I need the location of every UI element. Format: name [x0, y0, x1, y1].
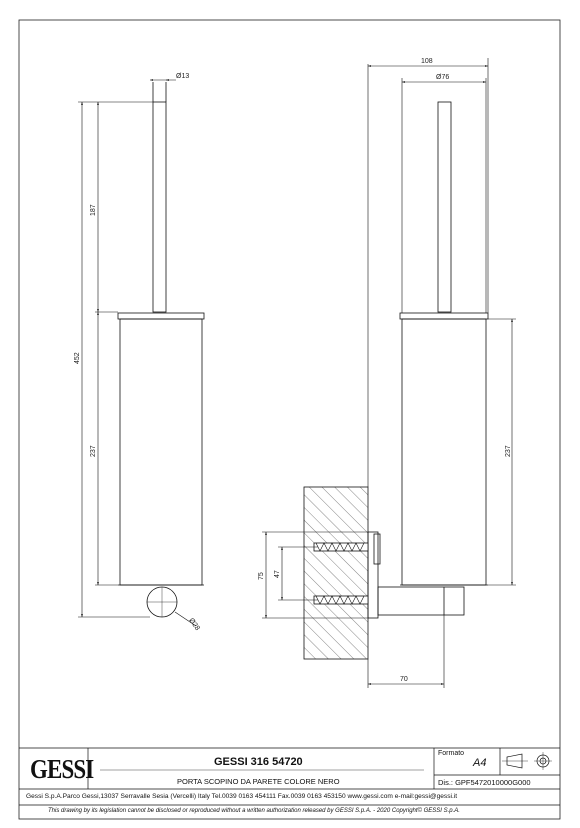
dim-cup-diameter: Ø76: [436, 74, 449, 81]
dim-total-height: 452: [74, 352, 81, 364]
dim-cup-height-right: 237: [505, 445, 512, 457]
wall-section: [303, 486, 369, 660]
side-view-dimensions: [262, 58, 516, 688]
cup-rim: [117, 312, 205, 320]
dim-rod-diameter: Ø13: [176, 73, 189, 80]
copyright-notice: This drawing by its legislation cannot b…: [48, 808, 460, 814]
side-brush-rod: [437, 101, 452, 313]
title-block: [19, 747, 560, 806]
product-description: PORTA SCOPINO DA PARETE COLORE NERO: [177, 777, 340, 786]
front-view: [117, 82, 205, 618]
brush-rod: [152, 101, 167, 313]
dim-knob-diameter: Ø28: [187, 617, 200, 632]
sheet-frame: [18, 19, 561, 820]
brand-logo: GESSI: [30, 754, 94, 784]
product-code: GESSI 316 54720: [214, 756, 303, 768]
dim-rod-length: 187: [90, 204, 97, 216]
projection-symbol-icon: [502, 752, 552, 770]
dim-wall-offset: 70: [400, 676, 408, 683]
dim-fix-outer: 75: [258, 572, 265, 580]
format-value: A4: [473, 757, 487, 769]
dim-cup-height-left: 237: [90, 445, 97, 457]
front-view-dimensions: [78, 79, 197, 627]
screw-lower: [313, 595, 369, 605]
side-cup-body: [401, 318, 487, 586]
holder-arm: [377, 586, 465, 616]
dim-fix-inner: 47: [274, 570, 281, 578]
side-cup-rim: [399, 312, 489, 320]
side-view: [313, 101, 489, 619]
wall-bracket: [367, 531, 379, 619]
cup-body: [119, 318, 203, 586]
drawing-number: Dis.: GPF5472010000G000: [438, 778, 531, 787]
company-info: Gessi S.p.A.Parco Gessi,13037 Serravalle…: [26, 793, 458, 800]
screw-upper: [313, 542, 369, 552]
format-label: Formato: [438, 750, 465, 757]
dim-depth: 108: [421, 58, 433, 65]
